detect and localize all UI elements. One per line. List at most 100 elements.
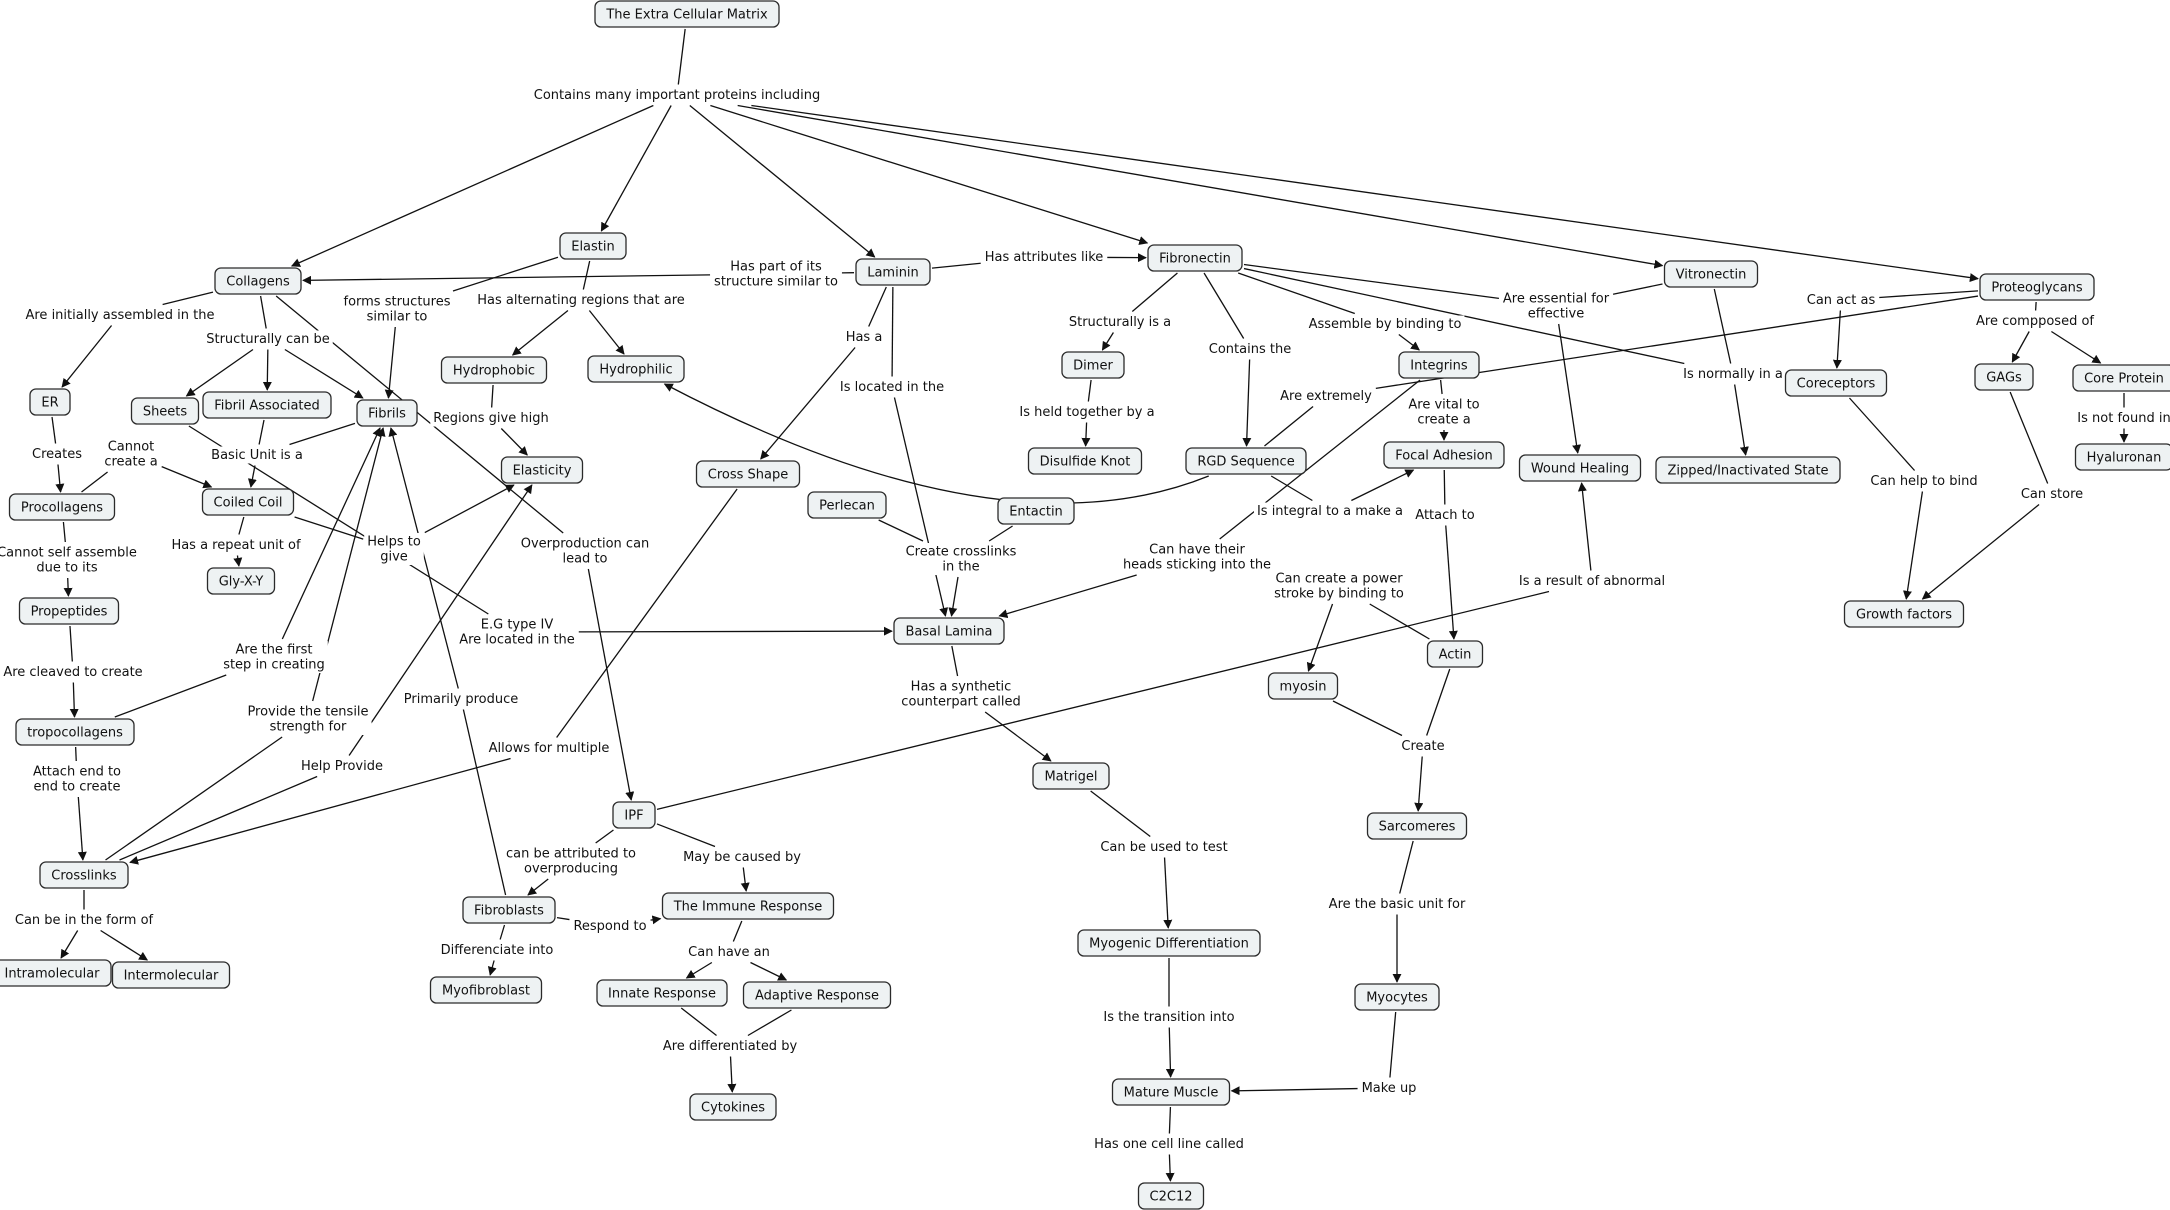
- concept-sheets[interactable]: Sheets: [130, 397, 200, 425]
- linking-phrase-allows-multiple: Allows for multiple: [485, 739, 613, 757]
- concept-cytokines[interactable]: Cytokines: [689, 1093, 777, 1121]
- concept-procollagens[interactable]: Procollagens: [8, 493, 116, 521]
- edge-allows_multiple-crosslinks: [129, 757, 511, 865]
- edge-entactin-create_crosslinks: [988, 525, 1013, 542]
- concept-entactin[interactable]: Entactin: [997, 497, 1075, 525]
- concept-ecm[interactable]: The Extra Cellular Matrix: [594, 0, 780, 28]
- linking-phrase-text: Are cleaved to create: [3, 665, 142, 680]
- concept-propeptides[interactable]: Propeptides: [18, 597, 120, 625]
- edge-fibronectin-essential_for: [1243, 263, 1500, 300]
- edge-power_stroke-myosin: [1306, 603, 1334, 672]
- concept-hydrophilic[interactable]: Hydrophilic: [587, 355, 685, 383]
- concept-coreceptors[interactable]: Coreceptors: [1784, 369, 1888, 397]
- concept-basal-lamina[interactable]: Basal Lamina: [893, 617, 1005, 645]
- concept-crosslinks[interactable]: Crosslinks: [39, 861, 129, 889]
- concept-myogenic[interactable]: Myogenic Differentiation: [1077, 929, 1261, 957]
- edge-coiled_coil-repeat_unit: [238, 516, 245, 535]
- concept-glyxy[interactable]: Gly-X-Y: [206, 567, 276, 595]
- concept-matrigel[interactable]: Matrigel: [1032, 762, 1110, 790]
- linking-phrase-help-bind: Can help to bind: [1867, 472, 1981, 490]
- linking-phrase-can-store: Can store: [2017, 485, 2087, 503]
- concept-hydrophobic[interactable]: Hydrophobic: [440, 356, 548, 384]
- concept-proteoglycans[interactable]: Proteoglycans: [1979, 273, 2095, 301]
- concept-sarcomeres[interactable]: Sarcomeres: [1366, 812, 1468, 840]
- concept-label: Coreceptors: [1797, 377, 1876, 392]
- concept-mature-muscle[interactable]: Mature Muscle: [1111, 1078, 1231, 1106]
- concept-wound-healing[interactable]: Wound Healing: [1518, 454, 1642, 482]
- linking-phrase-creates: Creates: [29, 445, 85, 463]
- concept-fibroblasts[interactable]: Fibroblasts: [462, 896, 556, 924]
- concept-hyaluronan[interactable]: Hyaluronan: [2074, 443, 2170, 471]
- concept-elasticity[interactable]: Elasticity: [500, 456, 584, 484]
- concept-intermolecular[interactable]: Intermolecular: [111, 961, 231, 989]
- concept-elastin[interactable]: Elastin: [559, 232, 627, 260]
- concept-vitronectin[interactable]: Vitronectin: [1663, 260, 1759, 288]
- concept-label: Matrigel: [1044, 770, 1097, 785]
- concept-growth-factors[interactable]: Growth factors: [1843, 600, 1965, 628]
- edge-contains_the-rgd: [1242, 359, 1252, 447]
- concept-ipf[interactable]: IPF: [612, 801, 656, 829]
- concept-fibronectin[interactable]: Fibronectin: [1147, 244, 1243, 272]
- concept-myocytes[interactable]: Myocytes: [1354, 983, 1440, 1011]
- concept-zipped[interactable]: Zipped/Inactivated State: [1655, 456, 1841, 484]
- concept-label: Actin: [1439, 648, 1472, 663]
- linking-phrase-help-provide: Help Provide: [298, 757, 386, 775]
- concept-collagens[interactable]: Collagens: [214, 267, 302, 295]
- concept-dimer[interactable]: Dimer: [1061, 351, 1125, 379]
- linking-phrase-text: Assemble by binding to: [1309, 317, 1462, 332]
- concept-core-protein[interactable]: Core Protein: [2072, 364, 2170, 392]
- concept-tropocollagens[interactable]: tropocollagens: [15, 718, 135, 746]
- concept-myosin[interactable]: myosin: [1267, 672, 1339, 700]
- edge-assemble_binding-integrins: [1398, 333, 1420, 351]
- concept-rgd[interactable]: RGD Sequence: [1185, 447, 1307, 475]
- edge-er-creates: [51, 416, 57, 444]
- edge-differentiated_by-cytokines: [727, 1056, 737, 1093]
- concept-innate[interactable]: Innate Response: [596, 979, 728, 1007]
- concept-label: Intermolecular: [124, 969, 219, 984]
- concept-label: Adaptive Response: [755, 989, 879, 1004]
- linking-phrase-attach-to: Attach to: [1412, 506, 1478, 524]
- edge-procollagens-cannot_create: [81, 471, 108, 493]
- edge-tropocollagens-first_step: [114, 674, 227, 718]
- concept-coiled-coil[interactable]: Coiled Coil: [201, 488, 295, 516]
- concept-disulfide[interactable]: Disulfide Knot: [1027, 447, 1143, 475]
- concept-adaptive[interactable]: Adaptive Response: [742, 981, 892, 1009]
- edge-crosslinks-tensile: [105, 736, 283, 861]
- linking-phrase-repeat-unit: Has a repeat unit of: [168, 536, 304, 554]
- concept-label: Fibronectin: [1159, 252, 1231, 267]
- edge-structurally_can_be-fibril_assoc: [262, 349, 272, 391]
- connections: [51, 28, 2129, 1182]
- linking-phrase-text: Is located in the: [840, 380, 944, 395]
- concept-label: Cross Shape: [708, 468, 788, 483]
- concept-er[interactable]: ER: [29, 388, 71, 416]
- concept-label: Dimer: [1073, 359, 1113, 374]
- edge-collagens-initially_assembled: [162, 291, 214, 306]
- concept-focal-adhesion[interactable]: Focal Adhesion: [1383, 441, 1505, 469]
- concept-integrins[interactable]: Integrins: [1398, 351, 1480, 379]
- concept-fibril-assoc[interactable]: Fibril Associated: [202, 391, 332, 419]
- concept-actin[interactable]: Actin: [1426, 640, 1484, 668]
- edge-basic_unit-coiled_coil: [247, 465, 257, 488]
- concept-c2c12[interactable]: C2C12: [1137, 1182, 1205, 1210]
- concept-gags[interactable]: GAGs: [1974, 363, 2034, 391]
- concept-cross-shape[interactable]: Cross Shape: [695, 460, 801, 488]
- edge-result_abnormal-wound_healing: [1577, 482, 1592, 571]
- concept-fibrils[interactable]: Fibrils: [356, 399, 418, 427]
- concept-laminin[interactable]: Laminin: [855, 258, 931, 286]
- edge-procollagens-cannot_self_assemble: [62, 521, 66, 543]
- concept-myofibroblast[interactable]: Myofibroblast: [429, 976, 543, 1004]
- edge-one_cell_line-c2c12: [1165, 1154, 1175, 1182]
- concept-intramolecular[interactable]: Intramolecular: [0, 959, 112, 987]
- concept-label: The Extra Cellular Matrix: [605, 8, 768, 23]
- edge-contains_proteins-fibronectin: [710, 104, 1149, 245]
- linking-phrase-text: Is normally in a: [1683, 367, 1783, 382]
- linking-phrase-text: Structurally can be: [206, 332, 330, 347]
- concept-perlecan[interactable]: Perlecan: [807, 491, 887, 519]
- edge-can_store-growth_factors: [1921, 503, 2040, 600]
- concept-immune[interactable]: The Immune Response: [661, 892, 835, 920]
